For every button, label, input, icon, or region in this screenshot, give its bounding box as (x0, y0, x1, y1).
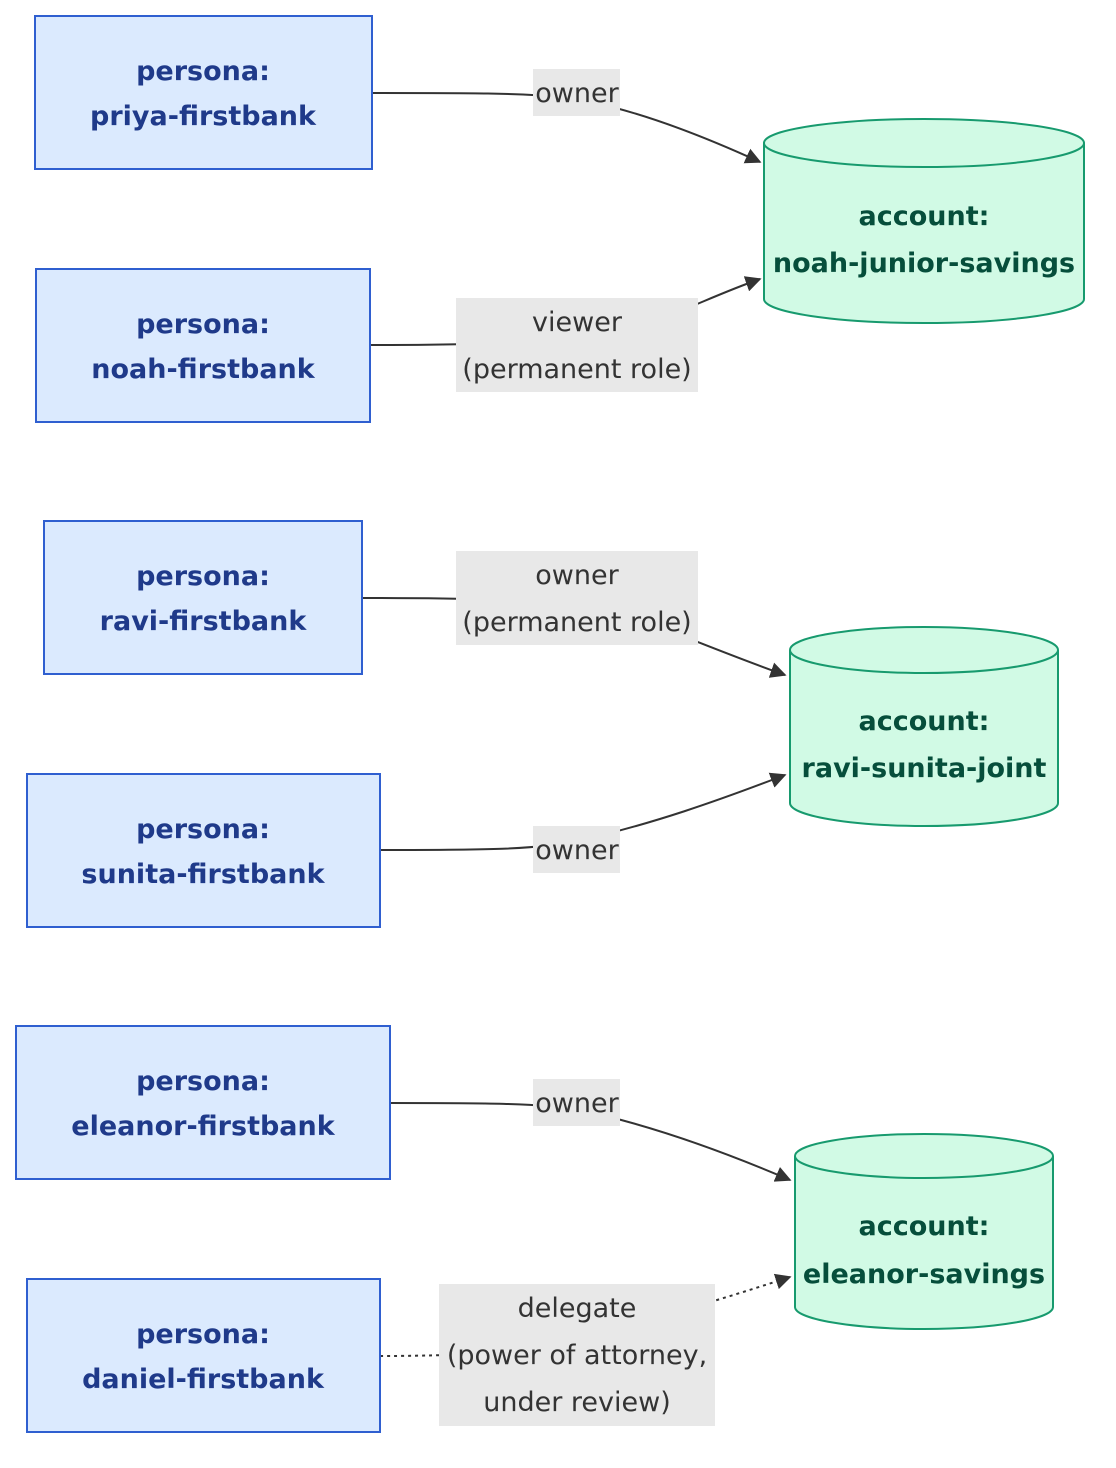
account-node-ravi-sunita-joint[interactable]: account: ravi-sunita-joint (789, 626, 1059, 827)
account-type-label: account: (859, 1211, 990, 1242)
account-name-label: ravi-sunita-joint (802, 753, 1047, 784)
account-node-eleanor-savings[interactable]: account: eleanor-savings (794, 1133, 1054, 1330)
edge-label-noah-viewer: viewer (permanent role) (456, 298, 698, 392)
account-type-label: account: (859, 706, 990, 737)
edge-label-text: (permanent role) (462, 607, 691, 638)
persona-name-label: noah-firstbank (91, 354, 315, 385)
persona-type-label: persona: (136, 309, 270, 340)
edge-label-eleanor-owner: owner (533, 1079, 620, 1126)
persona-node-daniel-firstbank[interactable]: persona: daniel-firstbank (26, 1278, 381, 1433)
account-name-label: eleanor-savings (803, 1259, 1045, 1290)
persona-type-label: persona: (136, 814, 270, 845)
persona-name-label: daniel-firstbank (82, 1364, 325, 1395)
persona-node-priya-firstbank[interactable]: persona: priya-firstbank (34, 15, 373, 170)
account-type-label: account: (859, 201, 990, 232)
persona-node-eleanor-firstbank[interactable]: persona: eleanor-firstbank (15, 1025, 391, 1180)
edge-label-text: owner (535, 1088, 619, 1119)
persona-type-label: persona: (136, 56, 270, 87)
persona-name-label: eleanor-firstbank (71, 1111, 335, 1142)
edge-label-text: viewer (532, 307, 623, 338)
edge-daniel-to-eleanor-savings (379, 1273, 792, 1357)
persona-type-label: persona: (136, 1319, 270, 1350)
persona-type-label: persona: (136, 1066, 270, 1097)
edge-label-sunita-owner: owner (533, 826, 620, 873)
persona-name-label: ravi-firstbank (100, 606, 308, 637)
persona-node-sunita-firstbank[interactable]: persona: sunita-firstbank (26, 773, 381, 928)
persona-name-label: priya-firstbank (90, 101, 317, 132)
persona-name-label: sunita-firstbank (81, 859, 325, 890)
edge-label-text: under review) (483, 1387, 670, 1418)
edge-label-text: delegate (518, 1293, 637, 1324)
account-name-label: noah-junior-savings (773, 248, 1075, 279)
persona-node-noah-firstbank[interactable]: persona: noah-firstbank (35, 268, 371, 423)
edge-label-text: (power of attorney, (447, 1340, 707, 1371)
edge-label-text: (permanent role) (462, 354, 691, 385)
edge-label-daniel-delegate: delegate (power of attorney, under revie… (439, 1284, 715, 1426)
account-node-noah-junior-savings[interactable]: account: noah-junior-savings (763, 118, 1085, 324)
edge-label-priya-owner: owner (533, 69, 620, 116)
edge-label-ravi-owner: owner (permanent role) (456, 551, 698, 645)
persona-node-ravi-firstbank[interactable]: persona: ravi-firstbank (43, 520, 363, 675)
edge-label-text: owner (535, 78, 619, 109)
edge-label-text: owner (535, 560, 619, 591)
edge-label-text: owner (535, 835, 619, 866)
persona-type-label: persona: (136, 561, 270, 592)
